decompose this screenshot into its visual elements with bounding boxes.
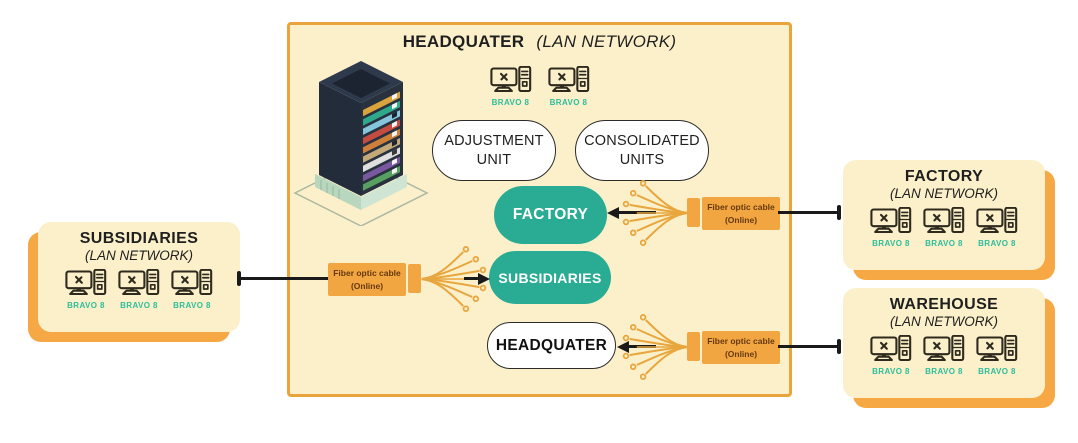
warehouse-box-subtitle: (LAN NETWORK) — [890, 314, 998, 329]
subsidiaries-lan-box: SUBSIDIARIES (LAN NETWORK) BRAVO 8 BRAVO… — [38, 222, 240, 332]
computer-unit: BRAVO 8 — [548, 66, 590, 107]
computer-icon — [548, 66, 590, 96]
factory-lan-box: FACTORY (LAN NETWORK) BRAVO 8 BRAVO 8 BR… — [843, 160, 1045, 270]
computer-icon — [976, 207, 1018, 237]
cable-jacket — [687, 198, 700, 227]
computer-unit: BRAVO 8 — [171, 269, 213, 310]
warehouse-computers: BRAVO 8 BRAVO 8 BRAVO 8 — [870, 335, 1018, 376]
factory-connector-line — [778, 211, 839, 214]
warehouse-connector-line — [778, 345, 839, 348]
computer-icon — [870, 335, 912, 365]
adjustment-unit-line2: UNIT — [476, 151, 512, 168]
headquarter-gateway-node: HEADQUATER — [487, 322, 616, 369]
warehouse-cable-label: Fiber optic cable (Online) — [702, 331, 780, 364]
computer-label: BRAVO 8 — [491, 98, 530, 107]
computer-icon — [171, 269, 213, 299]
computer-icon — [118, 269, 160, 299]
computer-icon — [923, 335, 965, 365]
computer-icon — [490, 66, 532, 96]
factory-box-title: FACTORY — [904, 168, 984, 185]
factory-cable-label: Fiber optic cable (Online) — [702, 197, 780, 230]
computer-label: BRAVO 8 — [549, 98, 588, 107]
consolidated-units-line2: UNITS — [619, 151, 665, 168]
cable-label-line1: Fiber optic cable — [707, 336, 775, 347]
subsidiaries-connector-line — [241, 277, 329, 280]
headquarter-panel-title: HEADQUATER (LAN NETWORK) — [287, 32, 792, 52]
subsidiaries-cable-label: Fiber optic cable (Online) — [328, 263, 406, 296]
computer-label: BRAVO 8 — [872, 367, 910, 376]
factory-computers: BRAVO 8 BRAVO 8 BRAVO 8 — [870, 207, 1018, 248]
computer-unit: BRAVO 8 — [976, 335, 1018, 376]
fiber-splay-icon — [617, 311, 689, 383]
computer-icon — [65, 269, 107, 299]
arrowhead-left-icon — [617, 341, 629, 353]
cable-label-line1: Fiber optic cable — [333, 268, 401, 279]
computer-unit: BRAVO 8 — [870, 335, 912, 376]
computer-label: BRAVO 8 — [67, 301, 105, 310]
subsidiaries-computers: BRAVO 8 BRAVO 8 BRAVO 8 — [65, 269, 213, 310]
cable-jacket — [408, 264, 421, 293]
computer-label: BRAVO 8 — [872, 239, 910, 248]
computer-unit: BRAVO 8 — [976, 207, 1018, 248]
consolidated-units-node: CONSOLIDATED UNITS — [575, 120, 709, 181]
cable-label-line2: (Online) — [724, 214, 758, 225]
computer-icon — [870, 207, 912, 237]
warehouse-lan-box: WAREHOUSE (LAN NETWORK) BRAVO 8 BRAVO 8 … — [843, 288, 1045, 398]
cable-jacket — [687, 332, 700, 361]
headquarter-subtitle-text: (LAN NETWORK) — [536, 32, 677, 51]
factory-gateway-node: FACTORY — [494, 186, 607, 244]
headquarter-title-text: HEADQUATER — [402, 32, 525, 51]
subsidiaries-gateway-node: SUBSIDIARIES — [489, 251, 611, 304]
subsidiaries-box-title: SUBSIDIARIES — [79, 230, 199, 247]
computer-unit: BRAVO 8 — [923, 207, 965, 248]
cable-label-line2: (Online) — [350, 280, 384, 291]
server-rack-icon — [293, 61, 429, 226]
arrowhead-left-icon — [607, 207, 619, 219]
factory-box-subtitle: (LAN NETWORK) — [890, 186, 998, 201]
cable-label-line1: Fiber optic cable — [707, 202, 775, 213]
computer-icon — [923, 207, 965, 237]
computer-label: BRAVO 8 — [978, 367, 1016, 376]
cable-label-line2: (Online) — [724, 348, 758, 359]
subsidiaries-box-subtitle: (LAN NETWORK) — [85, 248, 193, 263]
warehouse-box-title: WAREHOUSE — [889, 296, 999, 313]
factory-terminal — [837, 205, 841, 220]
computer-label: BRAVO 8 — [925, 239, 963, 248]
consolidated-units-line1: CONSOLIDATED — [584, 132, 700, 149]
computer-label: BRAVO 8 — [120, 301, 158, 310]
warehouse-terminal — [837, 339, 841, 354]
computer-icon — [976, 335, 1018, 365]
computer-unit: BRAVO 8 — [870, 207, 912, 248]
computer-unit: BRAVO 8 — [490, 66, 532, 107]
subsidiaries-arrow-line — [464, 277, 480, 280]
computer-label: BRAVO 8 — [925, 367, 963, 376]
computer-unit: BRAVO 8 — [923, 335, 965, 376]
subsidiaries-terminal — [237, 271, 241, 286]
computer-label: BRAVO 8 — [173, 301, 211, 310]
headquarter-computers: BRAVO 8 BRAVO 8 — [287, 66, 792, 107]
computer-label: BRAVO 8 — [978, 239, 1016, 248]
adjustment-unit-node: ADJUSTMENT UNIT — [432, 120, 556, 181]
computer-unit: BRAVO 8 — [65, 269, 107, 310]
adjustment-unit-line1: ADJUSTMENT — [444, 132, 544, 149]
computer-unit: BRAVO 8 — [118, 269, 160, 310]
fiber-splay-icon — [617, 177, 689, 249]
arrowhead-right-icon — [478, 273, 490, 285]
